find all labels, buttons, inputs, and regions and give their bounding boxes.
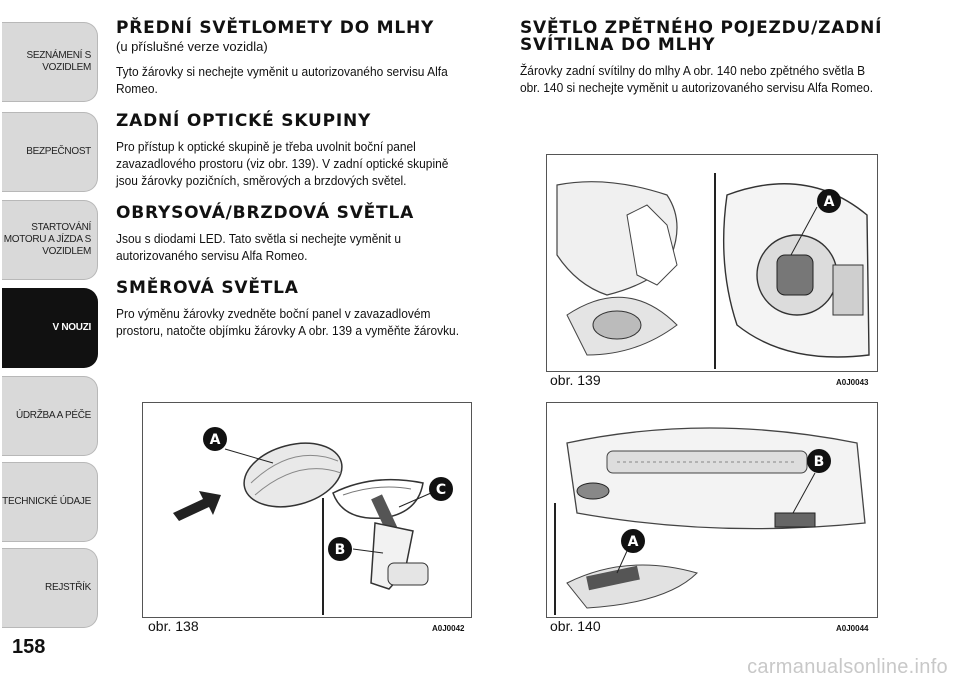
paragraph-reverse-fog: Žárovky zadní svítilny do mlhy A obr. 14…	[520, 63, 874, 95]
watermark: carmanualsonline.info	[747, 656, 948, 678]
tab-label: BEZPEČNOST	[26, 146, 91, 157]
tab-label: V NOUZI	[52, 322, 92, 333]
tab-label: REJSTŘÍK	[45, 582, 91, 593]
figure-138-code: A0J0042	[432, 624, 465, 633]
indicator-lamp-illustration: A B C	[173, 427, 453, 615]
svg-text:B: B	[814, 454, 825, 470]
figure-140: A B	[546, 402, 878, 618]
callout-a-icon	[817, 189, 841, 213]
callout-a-icon	[621, 529, 645, 553]
svg-text:A: A	[824, 194, 835, 210]
svg-text:A: A	[210, 432, 221, 448]
tab-rejstrik[interactable]: REJSTŘÍK	[2, 548, 98, 628]
trunk-panel-illustration: A	[556, 173, 870, 369]
paragraph-front-fog: Tyto žárovky si nechejte vyměnit u autor…	[116, 64, 448, 96]
figure-140-label: obr. 140	[550, 618, 601, 634]
figure-138-label: obr. 138	[148, 618, 199, 634]
tab-bezpecnost[interactable]: BEZPEČNOST	[2, 112, 98, 192]
figure-139: A	[546, 154, 878, 372]
callout-b-icon	[807, 449, 831, 473]
svg-text:C: C	[436, 482, 446, 498]
figure-138: A B C	[142, 402, 472, 618]
paragraph-rear-groups: Pro přístup k optické skupině je třeba u…	[116, 139, 449, 188]
callout-b-icon	[328, 537, 352, 561]
tab-udrzba[interactable]: ÚDRŽBA A PÉČE	[2, 376, 98, 456]
figure-140-code: A0J0044	[836, 624, 869, 633]
callout-a-icon	[203, 427, 227, 451]
tab-label: TECHNICKÉ ÚDAJE	[2, 496, 91, 507]
tab-v-nouzi[interactable]: V NOUZI	[2, 288, 98, 368]
left-column: PŘEDNÍ SVĚTLOMETY DO MLHY (u příslušné v…	[116, 20, 496, 339]
tab-label: ÚDRŽBA A PÉČE	[15, 410, 91, 421]
figure-139-label: obr. 139	[550, 372, 601, 388]
rear-bumper-illustration: A B	[554, 427, 866, 615]
heading-indicators: SMĚROVÁ SVĚTLA	[116, 278, 299, 298]
paragraph-side-brake: Jsou s diodami LED. Tato světla si neche…	[116, 231, 401, 263]
tab-technicke-udaje[interactable]: TECHNICKÉ ÚDAJE	[2, 462, 98, 542]
heading-front-fog: PŘEDNÍ SVĚTLOMETY DO MLHY	[116, 18, 435, 38]
heading-rear-groups: ZADNÍ OPTICKÉ SKUPINY	[116, 111, 372, 131]
callout-c-icon	[429, 477, 453, 501]
heading-side-brake: OBRYSOVÁ/BRZDOVÁ SVĚTLA	[116, 203, 415, 223]
subheading-version: (u příslušné verze vozidla)	[116, 39, 268, 54]
figure-139-code: A0J0043	[836, 378, 869, 387]
page-number: 158	[12, 636, 46, 658]
paragraph-indicators: Pro výměnu žárovky zvedněte boční panel …	[116, 306, 460, 338]
svg-text:B: B	[335, 542, 346, 558]
direction-arrow-icon	[173, 491, 221, 521]
svg-text:A: A	[628, 534, 639, 550]
